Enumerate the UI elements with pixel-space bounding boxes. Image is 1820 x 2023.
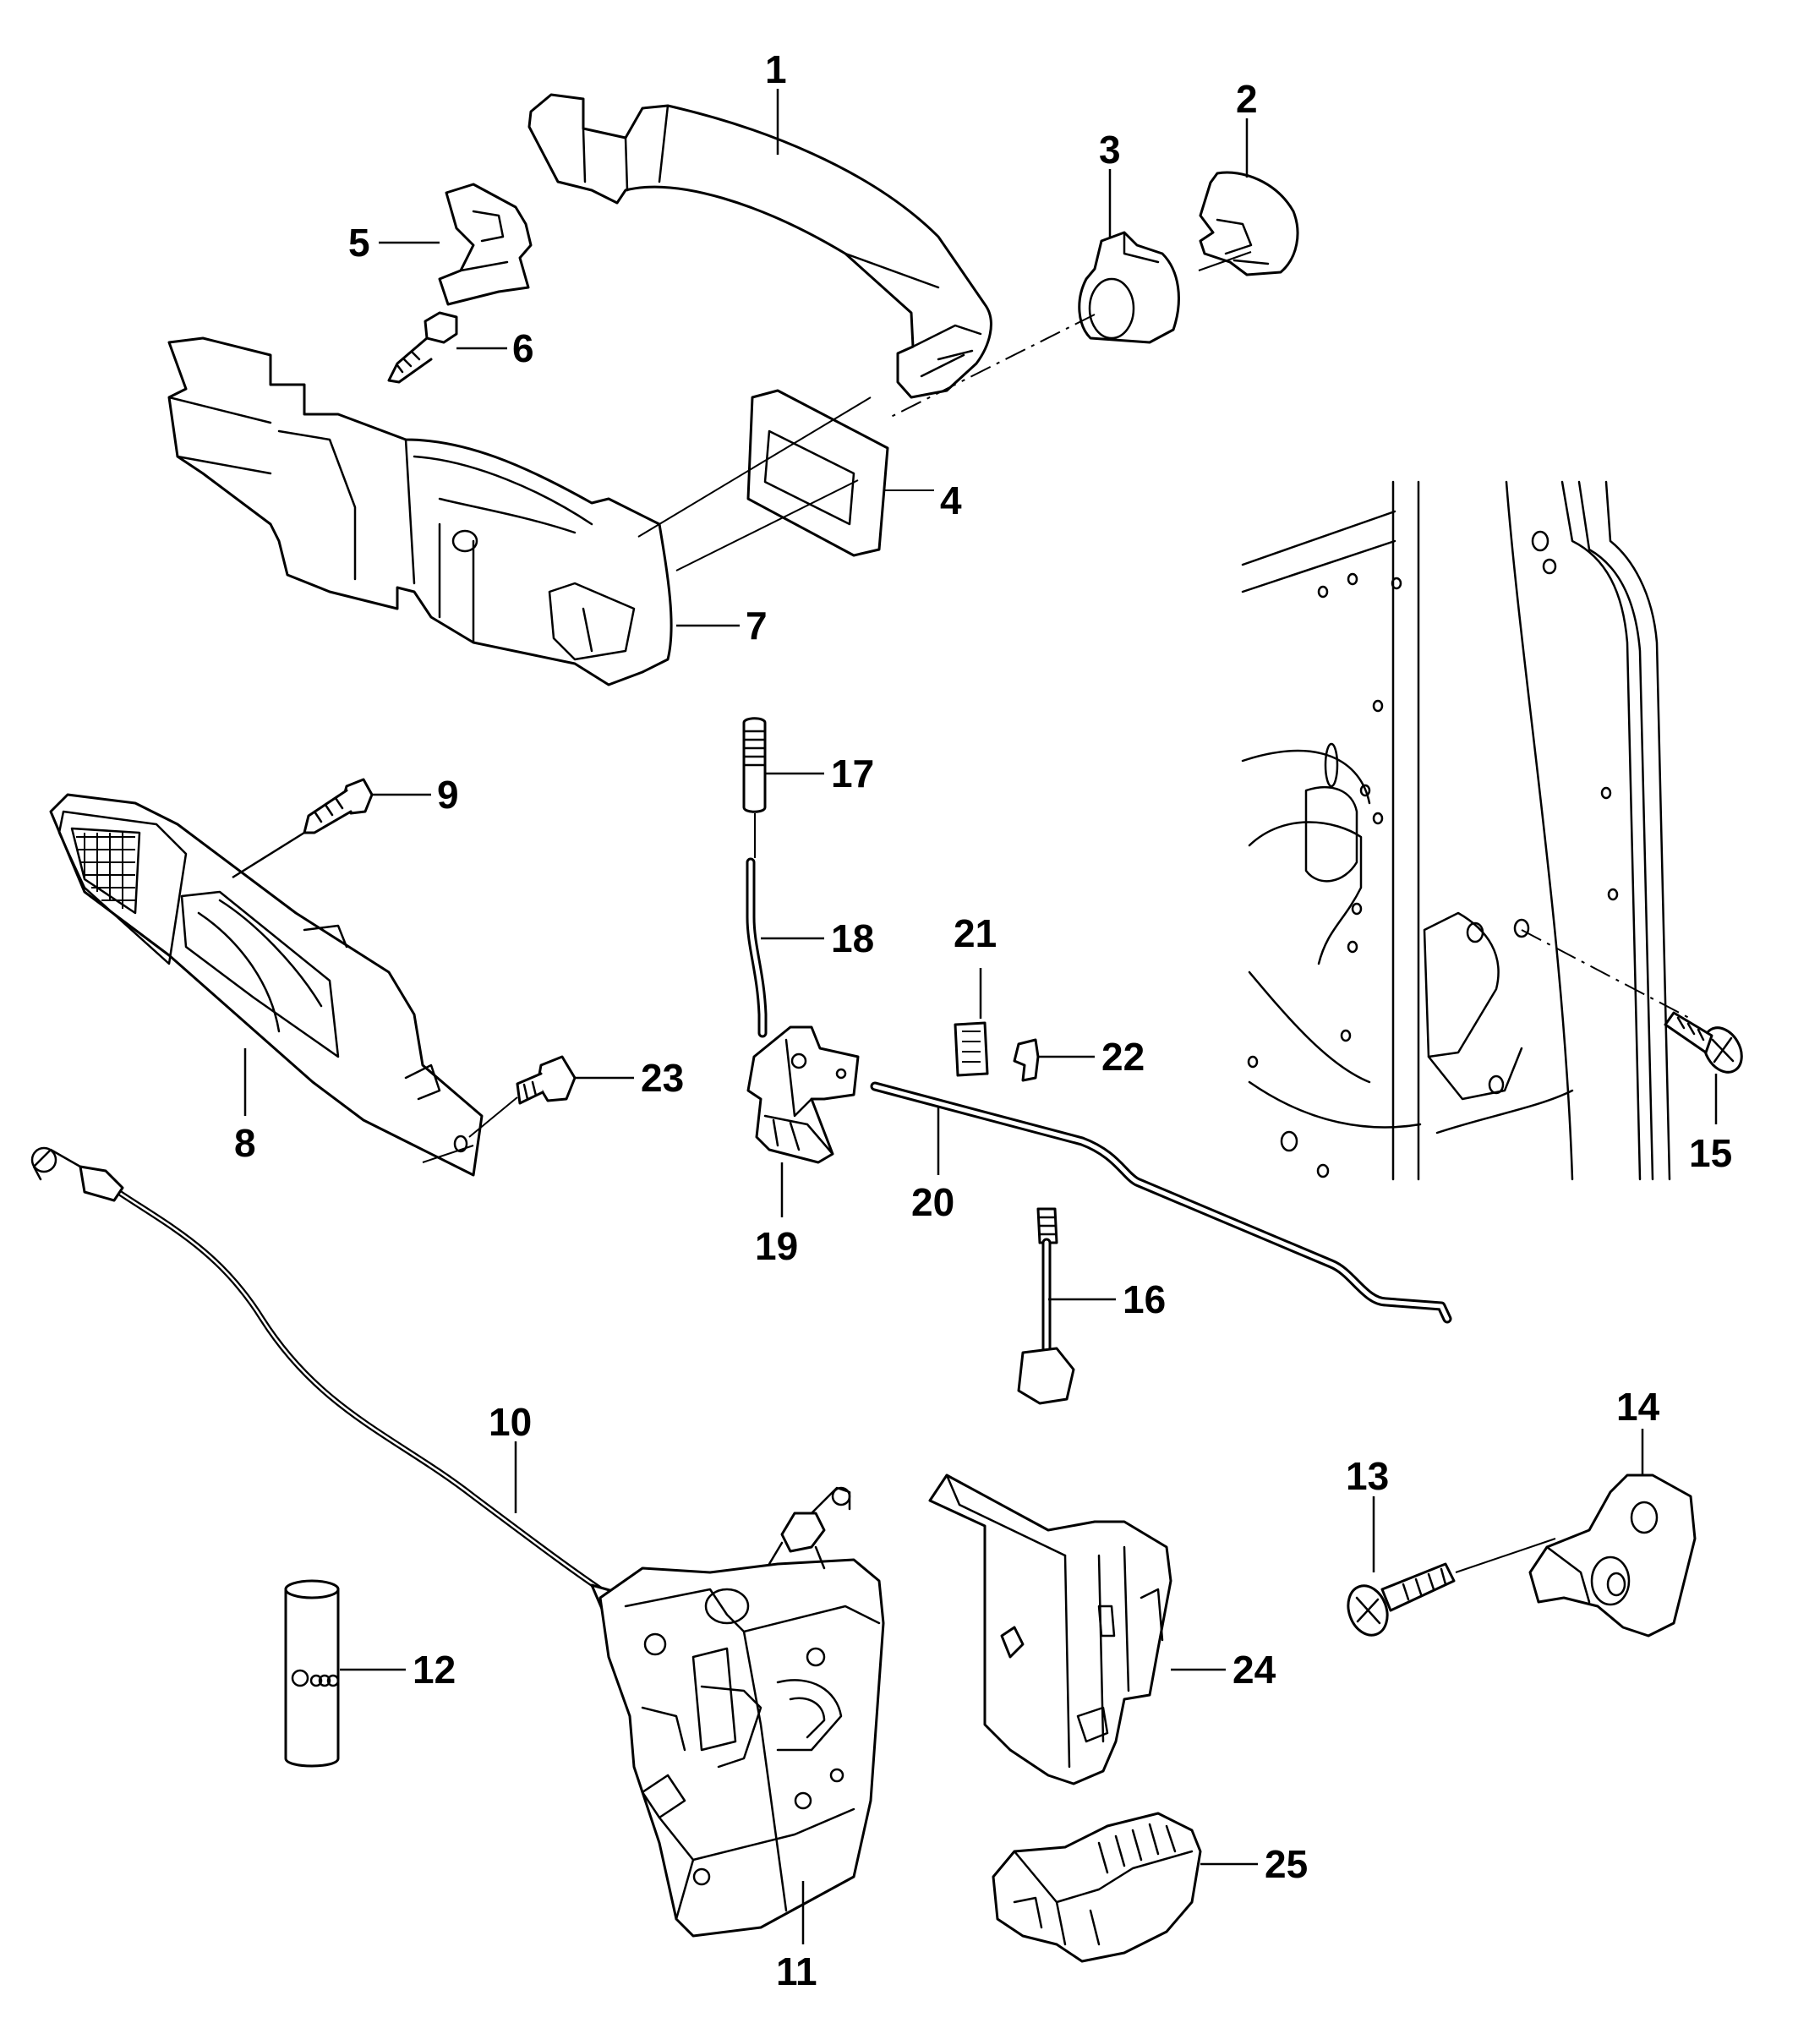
lubricant-tube xyxy=(284,1579,340,1768)
callout-16: 16 xyxy=(1123,1277,1166,1321)
callout-6: 6 xyxy=(512,326,534,370)
rod-clip xyxy=(1013,1038,1040,1082)
flange-bolt xyxy=(387,311,458,384)
callout-22: 22 xyxy=(1101,1035,1145,1079)
callout-11: 11 xyxy=(776,1949,817,1993)
door-striker xyxy=(1528,1474,1697,1638)
assembly-line xyxy=(422,1145,474,1163)
callout-17: 17 xyxy=(831,752,874,796)
release-cable xyxy=(30,1146,627,1616)
assembly-line xyxy=(468,1096,518,1138)
callout-7: 7 xyxy=(746,604,768,648)
handle-end-cap xyxy=(1199,171,1299,276)
callout-12: 12 xyxy=(413,1648,456,1692)
connecting-rod xyxy=(870,1081,1452,1324)
callout-15: 15 xyxy=(1689,1131,1732,1175)
callout-25: 25 xyxy=(1265,1842,1308,1886)
assembly-line xyxy=(1455,1538,1556,1573)
door-lock-mechanism xyxy=(598,1486,885,1938)
callout-18: 18 xyxy=(831,916,874,960)
grip-pattern xyxy=(76,833,135,909)
callout-24: 24 xyxy=(1232,1648,1276,1692)
callout-23: 23 xyxy=(641,1056,684,1100)
foam-pad xyxy=(954,1021,989,1077)
door-panel xyxy=(1241,480,1671,1181)
panel-screw xyxy=(1664,1011,1743,1074)
handle-screw xyxy=(516,1055,577,1105)
callout-10: 10 xyxy=(489,1400,532,1444)
callout-14: 14 xyxy=(1616,1385,1660,1429)
retaining-clip xyxy=(438,183,533,306)
knob-rod xyxy=(746,857,768,1038)
callout-labels: 1 2 3 4 5 6 7 8 9 10 11 12 13 14 15 16 1… xyxy=(234,47,1732,1993)
assembly-line xyxy=(675,479,859,571)
callout-4: 4 xyxy=(940,478,962,522)
callout-20: 20 xyxy=(911,1180,954,1224)
lock-knob xyxy=(742,717,767,813)
assembly-line xyxy=(232,831,305,879)
striker-screw xyxy=(1347,1562,1456,1637)
callout-2: 2 xyxy=(1236,77,1258,121)
assembly-line xyxy=(1521,929,1692,1020)
callout-9: 9 xyxy=(437,773,459,817)
callout-5: 5 xyxy=(348,221,370,265)
exterior-door-handle xyxy=(527,93,992,399)
callout-8: 8 xyxy=(234,1121,256,1165)
lock-cylinder xyxy=(1078,231,1180,344)
interior-door-handle xyxy=(49,793,484,1177)
lock-motor-unit xyxy=(992,1812,1202,1963)
callout-21: 21 xyxy=(954,911,997,955)
assembly-line xyxy=(1198,251,1252,271)
callout-3: 3 xyxy=(1099,128,1121,172)
handle-gasket xyxy=(746,389,889,557)
handle-carrier-bracket xyxy=(167,336,673,686)
assembly-line xyxy=(637,396,872,538)
callout-1: 1 xyxy=(765,47,787,91)
lever-bracket xyxy=(746,1025,860,1164)
callout-19: 19 xyxy=(755,1224,798,1268)
callout-13: 13 xyxy=(1346,1454,1389,1498)
trim-screw xyxy=(303,778,374,834)
lock-rod-with-clip xyxy=(1017,1207,1075,1405)
lock-cover xyxy=(928,1474,1172,1785)
